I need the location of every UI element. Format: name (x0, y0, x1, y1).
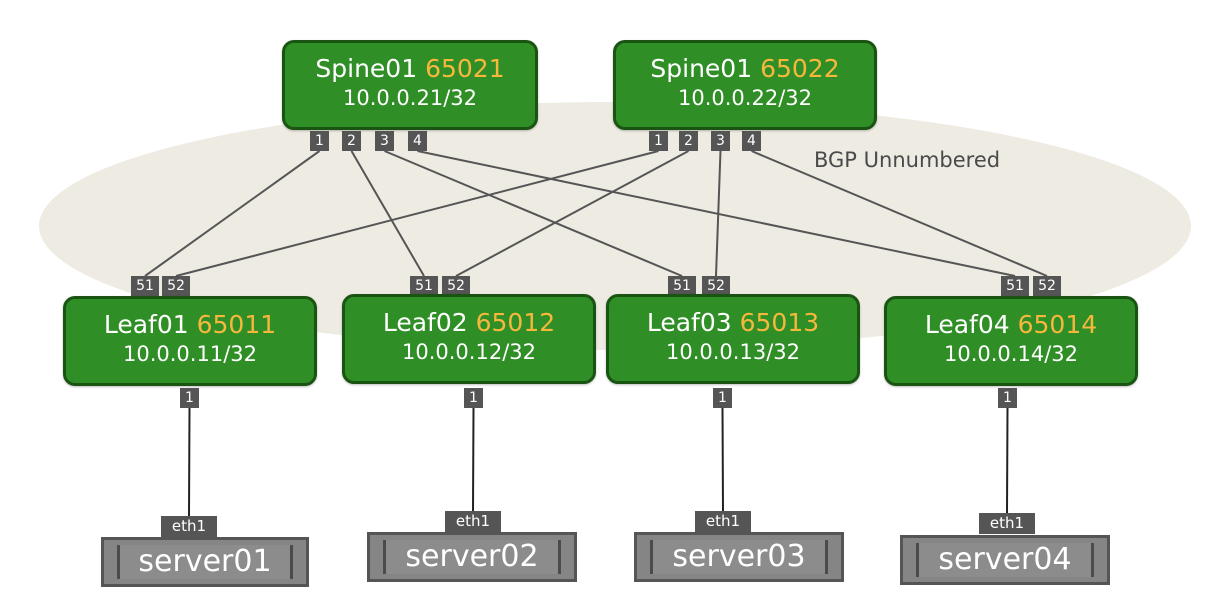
server-2-name: server02 (405, 539, 539, 574)
leaf-4-port-51[interactable]: 51 (1001, 276, 1029, 296)
leaf-1-name: Leaf01 (103, 310, 189, 339)
server-4-bezel (916, 543, 1094, 577)
leaf-node-3[interactable]: Leaf03 65013 10.0.0.13/32 (606, 294, 860, 384)
bgp-unnumbered-label: BGP Unnumbered (814, 148, 1001, 172)
spine-2-port-3[interactable]: 3 (711, 131, 730, 151)
leaf-4-port-52[interactable]: 52 (1033, 276, 1061, 296)
leaf-4-asn: 65014 (1017, 310, 1098, 339)
spine-2-name: Spine01 (650, 54, 753, 83)
spine-1-ip: 10.0.0.21/32 (343, 86, 477, 110)
spine-node-2[interactable]: Spine01 65022 10.0.0.22/32 (613, 40, 877, 130)
leaf-2-asn: 65012 (475, 308, 556, 337)
link-spine1-leaf1 (144, 150, 321, 277)
server-2-eth1[interactable]: eth1 (445, 511, 501, 532)
server-1-bezel (117, 545, 293, 579)
leaf-3-port-1[interactable]: 1 (713, 388, 732, 408)
link-spine2-leaf4 (751, 150, 1048, 277)
link-leaf3-server3 (721, 407, 724, 512)
server-4-eth1[interactable]: eth1 (979, 513, 1035, 534)
link-spine2-leaf3 (715, 150, 722, 277)
spine-2-ip: 10.0.0.22/32 (678, 86, 812, 110)
leaf-1-ip: 10.0.0.11/32 (123, 342, 257, 366)
spine-2-asn: 65022 (760, 54, 840, 83)
link-spine1-leaf4 (417, 150, 1016, 277)
server-4-name: server04 (938, 542, 1072, 577)
link-spine2-leaf1 (175, 150, 659, 277)
leaf-3-asn: 65013 (739, 308, 820, 337)
server-1-eth1[interactable]: eth1 (161, 516, 217, 537)
leaf-4-name: Leaf04 (924, 310, 1010, 339)
leaf-3-port-51[interactable]: 51 (668, 276, 696, 296)
spine-2-port-2[interactable]: 2 (679, 131, 698, 151)
leaf-4-ip: 10.0.0.14/32 (944, 342, 1078, 366)
spine-1-port-2[interactable]: 2 (342, 131, 361, 151)
leaf-1-port-1[interactable]: 1 (180, 388, 199, 408)
server-1-name: server01 (138, 544, 272, 579)
link-leaf2-server2 (472, 407, 475, 512)
leaf-2-port-51[interactable]: 51 (410, 276, 438, 296)
spine-1-port-3[interactable]: 3 (375, 131, 394, 151)
link-spine1-leaf2 (350, 150, 425, 277)
spine-2-port-4[interactable]: 4 (742, 131, 761, 151)
leaf-node-2[interactable]: Leaf02 65012 10.0.0.12/32 (342, 294, 596, 384)
link-leaf1-server1 (188, 407, 191, 517)
server-node-3[interactable]: server03 (634, 532, 844, 582)
leaf-4-port-1[interactable]: 1 (998, 388, 1017, 408)
leaf-2-name: Leaf02 (382, 308, 468, 337)
server-3-name: server03 (672, 539, 806, 574)
server-3-eth1[interactable]: eth1 (695, 511, 751, 532)
spine-2-port-1[interactable]: 1 (649, 131, 668, 151)
server-3-bezel (650, 540, 828, 574)
link-spine2-leaf2 (455, 150, 689, 277)
server-node-2[interactable]: server02 (367, 532, 577, 582)
server-node-1[interactable]: server01 (101, 537, 309, 587)
bgp-unnumbered-area (39, 102, 1191, 350)
leaf-1-asn: 65011 (196, 310, 277, 339)
spine-1-port-1[interactable]: 1 (310, 131, 329, 151)
leaf-3-name: Leaf03 (646, 308, 732, 337)
leaf-3-ip: 10.0.0.13/32 (666, 340, 800, 364)
leaf-2-ip: 10.0.0.12/32 (402, 340, 536, 364)
link-spine1-leaf3 (384, 150, 683, 277)
leaf-2-port-1[interactable]: 1 (464, 388, 483, 408)
spine-node-1[interactable]: Spine01 65021 10.0.0.21/32 (282, 40, 538, 130)
spine-1-asn: 65021 (425, 54, 505, 83)
leaf-1-port-52[interactable]: 52 (162, 276, 190, 296)
server-2-bezel (383, 540, 561, 574)
leaf-2-port-52[interactable]: 52 (442, 276, 470, 296)
link-leaf4-server4 (1006, 407, 1009, 514)
leaf-node-4[interactable]: Leaf04 65014 10.0.0.14/32 (884, 296, 1138, 386)
leaf-3-port-52[interactable]: 52 (702, 276, 730, 296)
spine-1-port-4[interactable]: 4 (408, 131, 427, 151)
leaf-node-1[interactable]: Leaf01 65011 10.0.0.11/32 (63, 296, 317, 386)
leaf-1-port-51[interactable]: 51 (131, 276, 159, 296)
server-node-4[interactable]: server04 (900, 535, 1110, 585)
spine-1-name: Spine01 (315, 54, 418, 83)
